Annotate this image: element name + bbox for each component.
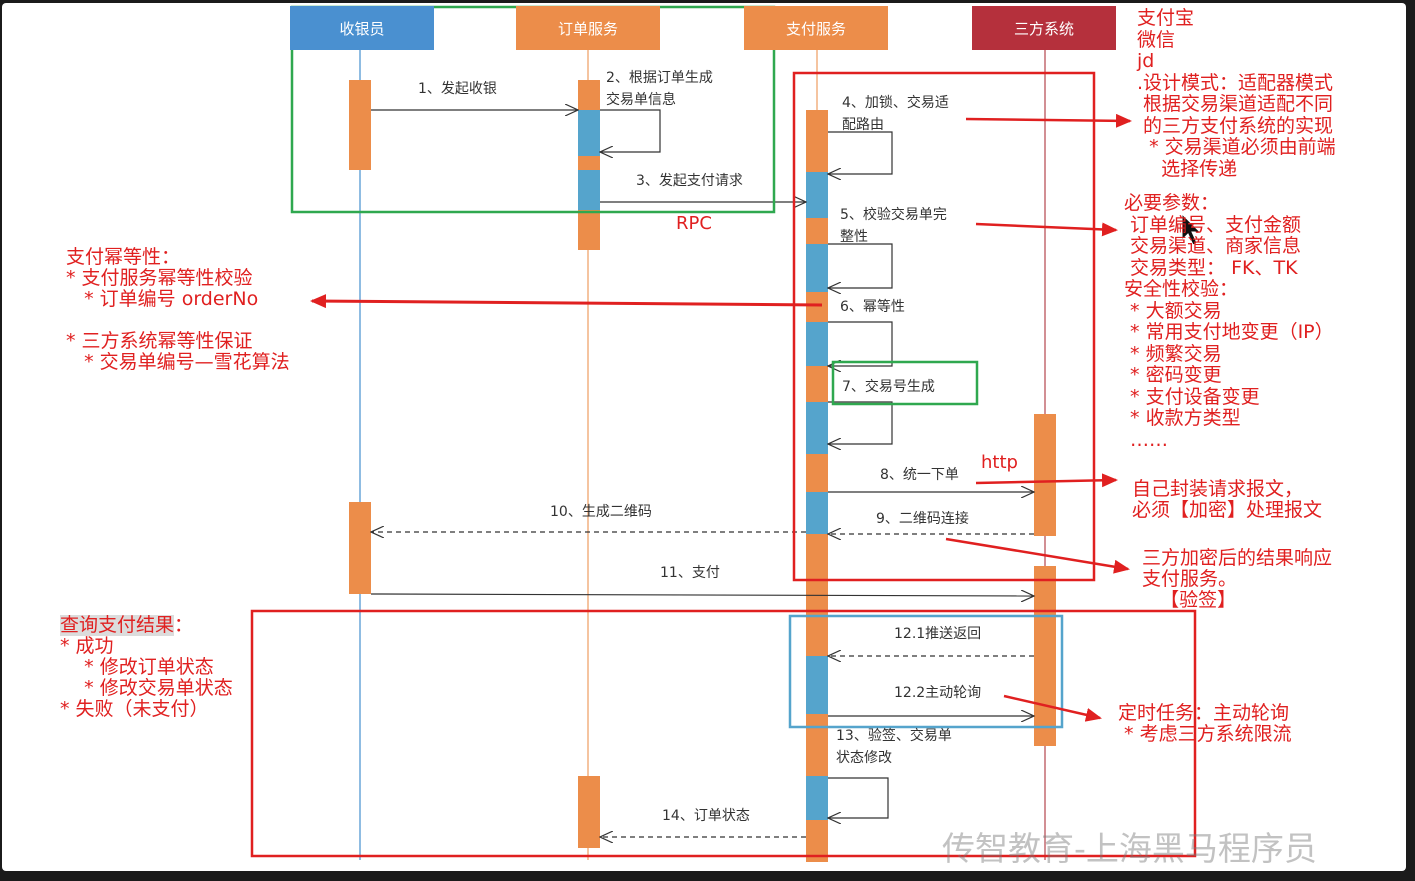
whiteboard [2,3,1406,871]
activation-order-2 [578,776,600,848]
annot-arrow-polling [1003,694,1102,722]
note-query-body: ： * 成功 * 修改订单状态 * 修改交易单状态 * 失败（未支付） [60,614,233,720]
note-verify-signature: 三方加密后的结果响应 支付服务。 【验签】 [1142,547,1333,611]
highlight-query-box [250,609,1197,858]
participant-order-service: 订单服务 [516,6,660,50]
activation-payment-inner-1 [806,172,828,218]
highlight-callback-box [788,614,1064,729]
msg-14-label: 14、订单状态 [662,808,750,824]
activation-thirdparty-1 [1034,414,1056,536]
activation-thirdparty-2 [1034,566,1056,746]
note-channels: 支付宝 微信 jd .设计模式：适配器模式 根据交易渠道适配不同 的三方支付系统… [1137,7,1336,180]
msg-6-label: 6、幂等性 [840,299,905,315]
msg-6-self-arrow [828,321,893,366]
msg-13-label: 13、验签、交易单 状态修改 [836,728,952,766]
msg-8-label: 8、统一下单 [880,467,959,483]
note-required-params: 必要参数： 订单编号、支付金额 交易渠道、商家信息 交易类型： FK、TK 安全… [1124,192,1334,451]
msg-11-arrow [370,594,1034,596]
highlight-trade-no-box [831,360,979,406]
watermark: 传智教育-上海黑马程序员 [942,829,1317,868]
activation-order-1-inner-b [578,170,600,210]
activation-payment-inner-5 [806,492,828,534]
activation-payment [806,110,828,862]
activation-cashier-1 [349,80,371,170]
msg-13-self-arrow [828,777,889,818]
annot-arrow-verify [945,537,1130,574]
note-encrypt-request: 自己封装请求报文， 必须【加密】处理报文 [1132,478,1323,521]
msg-2-self-arrow [600,109,661,152]
annot-arrow-encrypt [975,473,1118,488]
annot-arrow-idempotency [310,294,823,309]
activation-payment-inner-2 [806,244,828,292]
note-idempotency: 支付幂等性： * 支付服务幂等性校验 * 订单编号 orderNo * 三方系统… [66,246,290,373]
msg-11-label: 11、支付 [660,565,720,581]
highlight-payment-box [792,71,1096,582]
note-polling: 定时任务：主动轮询 * 考虑三方系统限流 [1118,702,1292,745]
activation-payment-inner-4 [806,402,828,454]
msg-5-self-arrow [828,243,893,288]
msg-4-label: 4、加锁、交易适 配路由 [842,95,949,133]
msg-5-label: 5、校验交易单完 整性 [840,207,947,245]
participant-cashier: 收银员 [290,6,434,50]
annot-arrow-params [975,222,1118,237]
activation-cashier-2 [349,502,371,594]
activation-order-1 [578,80,600,250]
msg-1-label: 1、发起收银 [418,81,497,97]
msg-7-label: 7、交易号生成 [842,379,935,395]
msg-12-1-label: 12.1推送返回 [894,626,982,642]
msg-3-label: 3、发起支付请求 [636,173,743,189]
activation-order-1-inner-a [578,110,600,156]
activation-payment-inner-7 [806,776,828,820]
participant-third-party: 三方系统 [972,6,1116,50]
activation-payment-inner-3 [806,322,828,366]
note-query-title: 查询支付结果 [60,614,175,636]
rpc-label: RPC [676,213,712,234]
msg-12-2-label: 12.2主动轮询 [894,685,982,701]
msg-9-label: 9、二维码连接 [876,511,969,527]
mouse-cursor-icon [1181,212,1202,246]
msg-2-label: 2、根据订单生成 交易单信息 [606,70,713,108]
msg-10-label: 10、生成二维码 [550,504,652,520]
msg-7-self-arrow [828,401,893,444]
http-label: http [981,452,1018,473]
activation-payment-inner-6 [806,656,828,714]
msg-4-self-arrow [828,131,893,174]
participant-payment-service: 支付服务 [744,6,888,50]
annot-arrow-channels [965,113,1132,128]
